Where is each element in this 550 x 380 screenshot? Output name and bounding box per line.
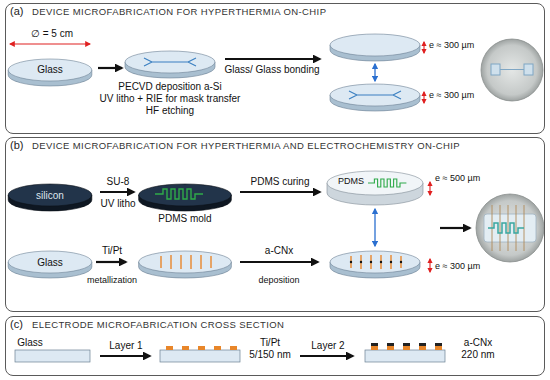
text-label: e ≈ 500 µm xyxy=(435,174,480,184)
panel-letter: (a) xyxy=(10,5,23,17)
text-label: metallization xyxy=(87,276,137,286)
text-label: e ≈ 300 µm xyxy=(429,41,474,51)
text-label: PDMS xyxy=(338,177,364,187)
text-label: PDMS curing xyxy=(251,176,310,187)
panel-letter: (b) xyxy=(10,139,23,151)
text-label: PDMS mold xyxy=(158,213,211,224)
panel-heading: ELECTRODE MICROFABRICATION CROSS SECTION xyxy=(32,319,284,330)
text-label: Glass xyxy=(17,337,43,348)
text-label: UV litho + RIE for mask transfer xyxy=(100,93,241,104)
text-label: Glass xyxy=(37,64,63,75)
text-label: Layer 1 xyxy=(109,340,142,351)
text-label: PECVD deposition a-Si xyxy=(118,81,221,92)
text-label: Ti/Pt xyxy=(260,337,280,348)
text-label: Glass xyxy=(37,257,63,268)
text-label: a-CNx xyxy=(265,245,293,256)
text-label: e ≈ 300 µm xyxy=(429,91,474,101)
text-label: Layer 2 xyxy=(311,340,344,351)
text-label: silicon xyxy=(36,190,64,201)
text-label: Glass/ Glass bonding xyxy=(224,64,319,75)
text-label: e ≈ 300 µm xyxy=(435,262,480,272)
text-label: UV litho xyxy=(100,198,135,209)
text-label: 220 nm xyxy=(461,349,494,360)
panel-letter: (c) xyxy=(10,318,23,330)
text-label: 5/150 nm xyxy=(249,349,291,360)
text-label: a-CNx xyxy=(464,337,492,348)
text-label: deposition xyxy=(258,276,299,286)
text-label: HF etching xyxy=(146,105,194,116)
text-label: Ti/Pt xyxy=(102,245,122,256)
panel-box: (b) DEVICE MICROFABRICATION FOR HYPERTHER… xyxy=(5,137,545,312)
text-label: SU-8 xyxy=(107,176,130,187)
panel-heading: DEVICE MICROFABRICATION FOR HYPERTHERMIA… xyxy=(32,140,460,151)
text-label: ∅ = 5 cm xyxy=(31,28,73,39)
panel-heading: DEVICE MICROFABRICATION FOR HYPERTHERMIA… xyxy=(32,6,326,17)
